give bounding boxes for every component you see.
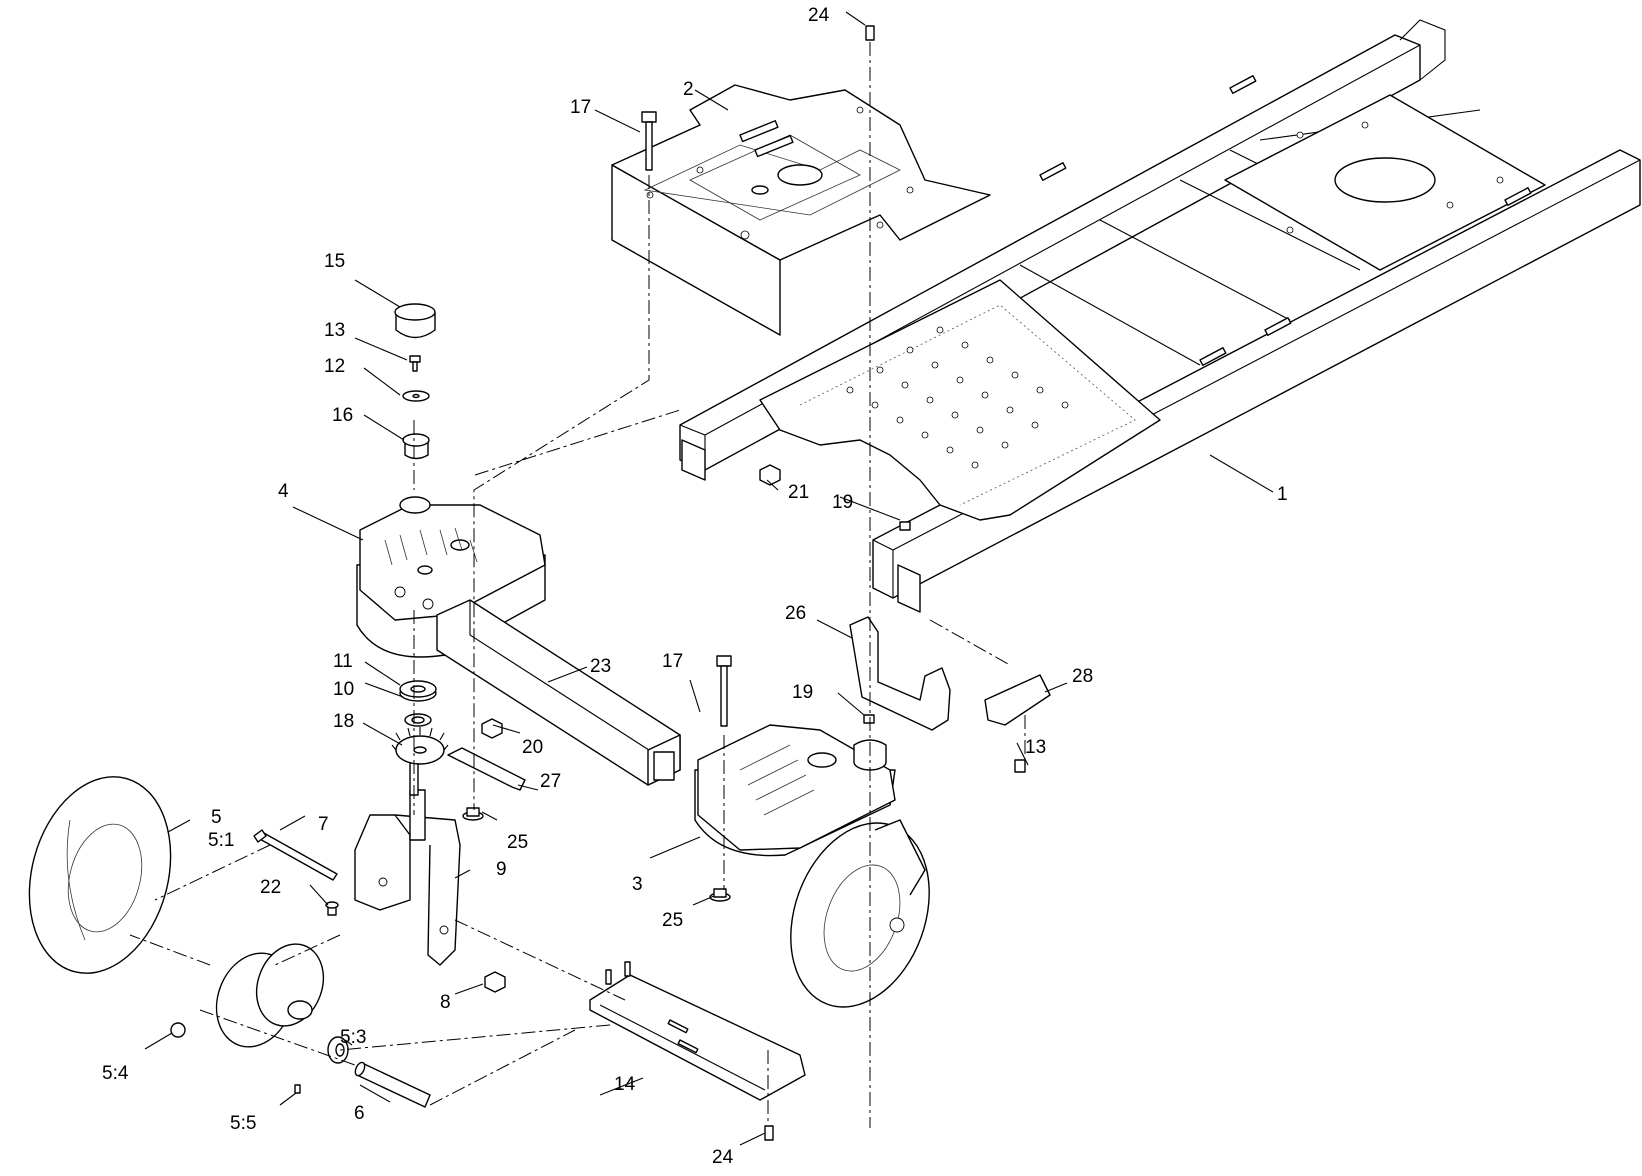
bracket-part-27 [447, 747, 526, 791]
callout-13-top: 13 [324, 320, 345, 341]
left-tire-part [28, 776, 172, 974]
bolt-part-17-a [641, 111, 657, 171]
callout-5-4: 5:4 [102, 1063, 129, 1084]
nut-part-21 [759, 464, 781, 486]
callout-6: 6 [354, 1103, 365, 1124]
callout-18: 18 [333, 711, 354, 732]
callout-14: 14 [614, 1074, 636, 1095]
callout-25-a: 25 [507, 832, 528, 853]
callout-19-top: 19 [832, 492, 853, 513]
callout-2: 2 [683, 79, 694, 100]
caster-fork-part [354, 744, 461, 966]
callout-11: 11 [333, 651, 353, 672]
fitting-part-5-4 [170, 1022, 186, 1038]
console-cover-part [611, 84, 991, 336]
callout-3: 3 [632, 874, 643, 895]
nut-part-19-b [863, 714, 875, 724]
callout-17-top: 17 [570, 97, 591, 118]
callout-28: 28 [1072, 666, 1093, 687]
callout-22: 22 [260, 877, 281, 898]
callout-8: 8 [440, 992, 451, 1013]
screw-part-22 [325, 901, 339, 916]
callout-7: 7 [318, 814, 329, 835]
nut-part-19-a [899, 521, 911, 531]
callout-16: 16 [332, 405, 353, 426]
nut-part-25-a [462, 807, 484, 821]
bolt-part-13-top [409, 355, 421, 372]
callout-5-1: 5:1 [208, 830, 234, 851]
bearing-part-11 [399, 680, 437, 702]
callout-10: 10 [333, 679, 354, 700]
right-caster-housing-part [694, 724, 896, 857]
bushing-part-16 [402, 433, 430, 460]
left-caster-housing-part [356, 496, 546, 658]
callout-20: 20 [522, 737, 543, 758]
nut-part-8 [484, 971, 506, 993]
callout-4: 4 [278, 481, 289, 502]
callout-23: 23 [590, 656, 611, 677]
callout-9: 9 [496, 859, 507, 880]
guard-part-28 [984, 674, 1051, 726]
screw-part-13-lower [1014, 759, 1026, 773]
bolt-part-24-top [865, 25, 875, 41]
callout-24-top: 24 [808, 5, 830, 26]
callout-labels: 1 2 3 4 5 5:1 5:3 5:4 5:5 6 7 8 9 10 11 … [102, 5, 1288, 1168]
callout-17-mid: 17 [662, 651, 683, 672]
spacer-part-6 [354, 1061, 431, 1108]
callout-25-b: 25 [662, 910, 683, 931]
gear-part-18 [391, 727, 449, 765]
callout-1: 1 [1277, 484, 1288, 505]
callout-13-lower: 13 [1025, 737, 1046, 758]
cap-part-15 [394, 303, 436, 339]
callout-26: 26 [785, 603, 806, 624]
callout-12: 12 [324, 356, 345, 377]
callout-24-bottom: 24 [712, 1147, 734, 1168]
callout-5-5: 5:5 [230, 1113, 256, 1134]
main-frame-part [679, 19, 1641, 613]
bolt-part-17-b [716, 655, 732, 727]
callout-15: 15 [324, 251, 345, 272]
callout-19-mid: 19 [792, 682, 813, 703]
seal-part-10 [404, 713, 432, 727]
bracket-part-26 [849, 616, 951, 731]
axle-tube-part [436, 599, 681, 786]
bolt-part-24-bottom [764, 1125, 774, 1141]
right-wheel-part [790, 819, 930, 1008]
wheel-hub-part [215, 943, 325, 1048]
fitting-part-5-5 [294, 1084, 301, 1094]
nut-part-25-b [709, 888, 731, 902]
callout-21: 21 [788, 482, 809, 503]
callout-5-3: 5:3 [340, 1027, 366, 1048]
callout-leaders [144, 11, 1274, 1146]
bolt-part-20 [481, 718, 503, 739]
callout-27: 27 [540, 771, 561, 792]
assembly-centerlines [129, 42, 1026, 1128]
callout-5: 5 [211, 807, 222, 828]
mount-plate-part-14 [589, 961, 806, 1101]
pin-part-7 [253, 829, 338, 881]
bearing-part-5-3 [327, 1036, 349, 1064]
